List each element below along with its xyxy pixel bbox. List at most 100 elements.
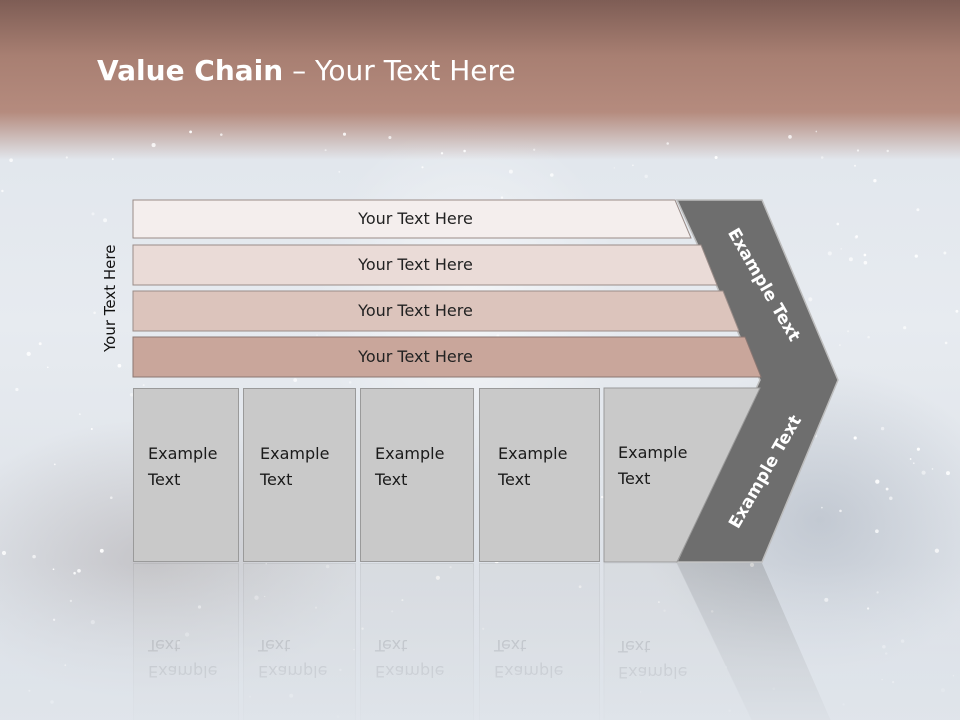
bar-3-label: Your Text Here <box>358 301 473 320</box>
snow-speck <box>916 447 920 451</box>
bar-4-shape <box>132 336 762 378</box>
snow-speck <box>338 170 341 173</box>
snow-speck <box>421 166 424 169</box>
snow-speck <box>142 384 145 387</box>
snow-speck <box>863 260 868 265</box>
bar-3-shape <box>132 290 740 332</box>
snow-speck <box>847 330 850 333</box>
box-1-line2: Text <box>148 470 181 489</box>
snow-speck <box>15 387 19 392</box>
snow-speck <box>90 427 93 431</box>
title-rest: – Your Text Here <box>283 54 516 87</box>
snow-speck <box>853 436 857 440</box>
box-3-line1: Example <box>375 444 445 463</box>
box-2-line1: Example <box>260 444 330 463</box>
snow-speck <box>65 156 68 159</box>
snow-speck <box>644 174 648 179</box>
snow-speck <box>875 529 879 534</box>
snow-speck <box>117 363 122 368</box>
snow-speck <box>827 251 832 256</box>
snow-speck <box>129 393 134 397</box>
snow-speck <box>508 169 513 174</box>
title-bold: Value Chain <box>97 54 284 87</box>
snow-speck <box>496 334 500 338</box>
snow-speck <box>324 149 327 152</box>
snow-speck <box>9 158 13 163</box>
box-4-line1: Example <box>498 444 568 463</box>
snow-speck <box>815 130 818 133</box>
snow-speck <box>151 143 156 148</box>
bar-2-label: Your Text Here <box>358 255 473 274</box>
snow-speck <box>889 496 893 501</box>
snow-speck <box>880 426 885 431</box>
snow-speck <box>440 152 444 155</box>
snow-speck <box>909 458 912 460</box>
bar-1-shape <box>132 199 692 239</box>
snow-speck <box>1 189 4 193</box>
snow-speck <box>1 550 7 556</box>
snow-speck <box>913 462 915 464</box>
snow-speck <box>342 132 347 136</box>
snow-speck <box>836 222 840 226</box>
snow-speck <box>91 212 95 216</box>
snow-speck <box>873 179 877 183</box>
snow-speck <box>875 479 880 484</box>
snow-speck <box>921 470 926 475</box>
bar-3: Your Text Here <box>132 290 740 332</box>
snow-speck <box>93 311 96 315</box>
snow-speck <box>839 509 842 513</box>
box-1-line1: Example <box>148 444 218 463</box>
snow-speck <box>944 341 948 345</box>
snow-speck <box>53 463 56 466</box>
snow-speck <box>632 164 634 167</box>
snow-speck <box>714 155 718 160</box>
reflection-fade <box>0 563 960 720</box>
snow-speck <box>32 554 36 559</box>
snow-speck <box>839 344 841 346</box>
bar-4: Your Text Here <box>132 336 763 378</box>
snow-speck <box>931 468 934 470</box>
snow-speck <box>26 351 31 357</box>
box-2-line2: Text <box>260 470 293 489</box>
snow-speck <box>856 149 860 152</box>
snow-speck <box>533 148 536 151</box>
snow-speck <box>808 297 813 302</box>
slide-title: Value Chain – Your Text Here <box>97 54 516 87</box>
bar-2-shape <box>132 244 718 286</box>
snow-speck <box>99 548 104 553</box>
box-3-line2: Text <box>375 470 408 489</box>
snow-speck <box>886 149 889 153</box>
snow-speck <box>955 309 959 313</box>
snow-speck <box>885 487 889 491</box>
bar-1: Your Text Here <box>132 199 693 239</box>
bar-4-label: Your Text Here <box>358 347 473 366</box>
snow-speck <box>863 253 867 257</box>
snow-speck <box>108 305 114 311</box>
snow-speck <box>903 326 907 330</box>
snow-speck <box>946 471 950 476</box>
bar-2: Your Text Here <box>132 244 718 286</box>
snow-speck <box>848 257 853 262</box>
title-band <box>0 0 960 160</box>
snow-speck <box>38 342 42 346</box>
snow-speck <box>78 413 81 416</box>
snow-speck <box>666 142 669 145</box>
snow-speck <box>348 381 352 384</box>
box-5-line1: Example <box>618 443 688 462</box>
snow-speck <box>600 495 604 499</box>
box-5-shape <box>603 387 761 563</box>
snow-speck <box>840 248 842 250</box>
snow-speck <box>388 135 392 140</box>
snow-speck <box>111 158 114 161</box>
snow-speck <box>943 251 947 255</box>
chevron-shape <box>675 199 839 563</box>
snow-speck <box>47 366 49 369</box>
snow-speck <box>916 208 920 212</box>
